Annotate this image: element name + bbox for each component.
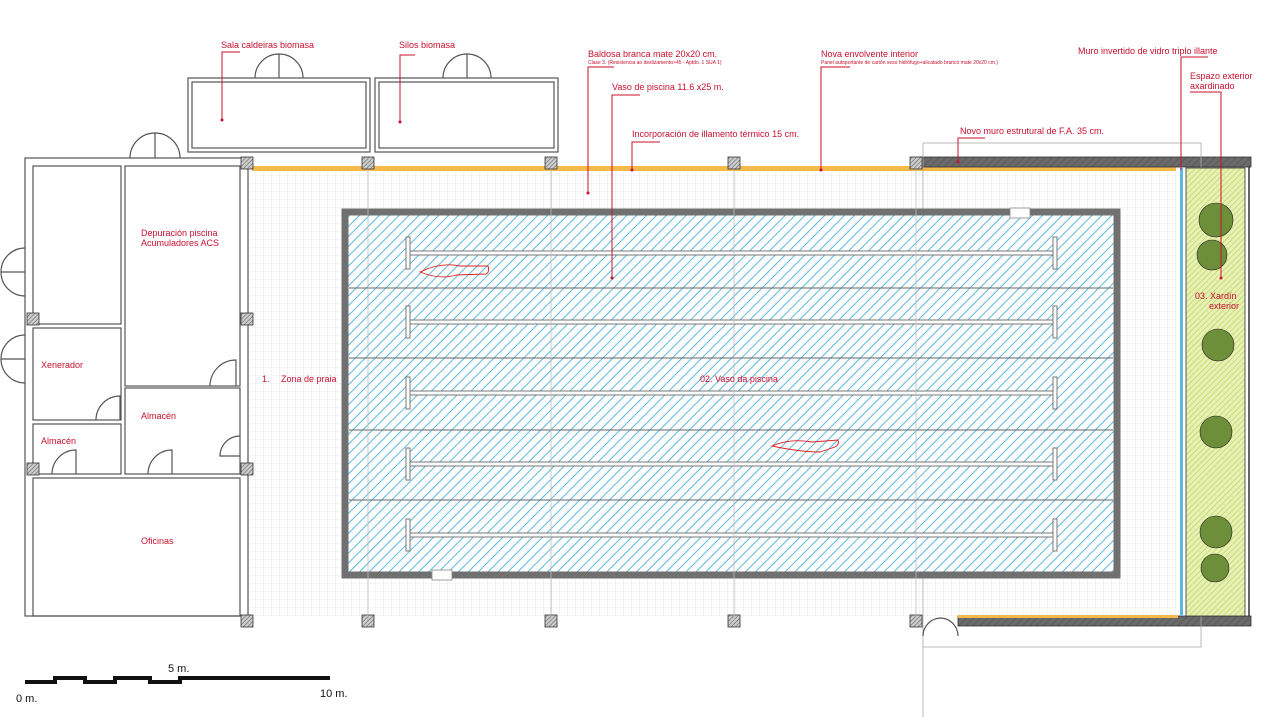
structural-columns (26, 156, 923, 628)
lane-end-bar (405, 376, 411, 410)
scale-end: 10 m. (320, 688, 348, 700)
lane-line (405, 250, 1058, 256)
lane-end-bar (1052, 376, 1058, 410)
lane-dividers (349, 287, 1113, 501)
lane-end-bar (1052, 236, 1058, 270)
scale-mid: 5 m. (168, 663, 189, 675)
lane-end-bar (405, 305, 411, 339)
thermal-insulation (252, 166, 1176, 171)
label-illamento: Incorporación de illamento térmico 15 cm… (632, 129, 799, 139)
lane-line (405, 319, 1058, 325)
room-depuracion: Depuración piscina (141, 228, 218, 238)
label-sala-caldeiras: Sala caldeiras biomasa (221, 40, 314, 50)
room-acumuladores: Acumuladores ACS (141, 238, 219, 248)
lane-end-bar (1052, 305, 1058, 339)
lane-end-bar (405, 236, 411, 270)
label-baldosa: Baldosa branca mate 20x20 cm. (588, 49, 717, 59)
label-espazo-1: Espazo exterior (1190, 71, 1253, 81)
zone-vaso: 02. Vaso da piscina (700, 374, 778, 384)
scale-bar: 5 m. 0 m. 10 m. (16, 663, 348, 705)
column (909, 156, 923, 170)
room-xenerador: Xenerador (41, 360, 83, 370)
lane-end-bar (405, 518, 411, 552)
column (26, 462, 40, 476)
label-espazo-2: axardinado (1190, 81, 1235, 91)
label-muro-vidro: Muro invertido de vidro triplo illante (1078, 46, 1218, 56)
swimmer-icon (418, 264, 839, 453)
label-silos: Silos biomasa (399, 40, 455, 50)
room-almacen-1: Almacén (141, 411, 176, 421)
lane-markings (405, 236, 1058, 552)
column (240, 614, 254, 628)
room-oficinas: Oficinas (141, 536, 174, 546)
lane-line (405, 532, 1058, 538)
zone-praia: Zona de praia (281, 374, 337, 384)
label-vaso-dim: Vaso de piscina 11.6 x25 m. (612, 82, 724, 92)
column (26, 312, 40, 326)
zone-xardin-2: exterior (1209, 301, 1239, 311)
garden-shrubs (1196, 202, 1235, 583)
silo-room (374, 53, 559, 153)
column (240, 462, 254, 476)
column (544, 156, 558, 170)
boiler-room (187, 53, 371, 153)
lane-line (405, 461, 1058, 467)
label-envolvente: Nova envolvente interior (821, 49, 918, 59)
zone-number: 1. (262, 374, 270, 384)
column (361, 156, 375, 170)
column (240, 156, 254, 170)
label-muro-fa: Novo muro estrutural de F.A. 35 cm. (960, 126, 1104, 136)
lane-end-bar (1052, 447, 1058, 481)
zone-xardin: 03. Xardín (1195, 291, 1237, 301)
lane-end-bar (1052, 518, 1058, 552)
room-almacen-2: Almacén (41, 436, 76, 446)
label-baldosa-note: Clase 3. (Resistencia ao deslizamento>45… (588, 60, 722, 66)
lane-end-bar (405, 447, 411, 481)
column (240, 312, 254, 326)
scale-start: 0 m. (16, 693, 37, 705)
lane-line (405, 390, 1058, 396)
service-building (0, 132, 249, 617)
label-envolvente-note: Panel autoportante de cartón xeso hidróf… (821, 60, 998, 66)
triple-glass-wall (1180, 168, 1183, 616)
annotation-leaders (587, 56, 1222, 278)
column (727, 156, 741, 170)
